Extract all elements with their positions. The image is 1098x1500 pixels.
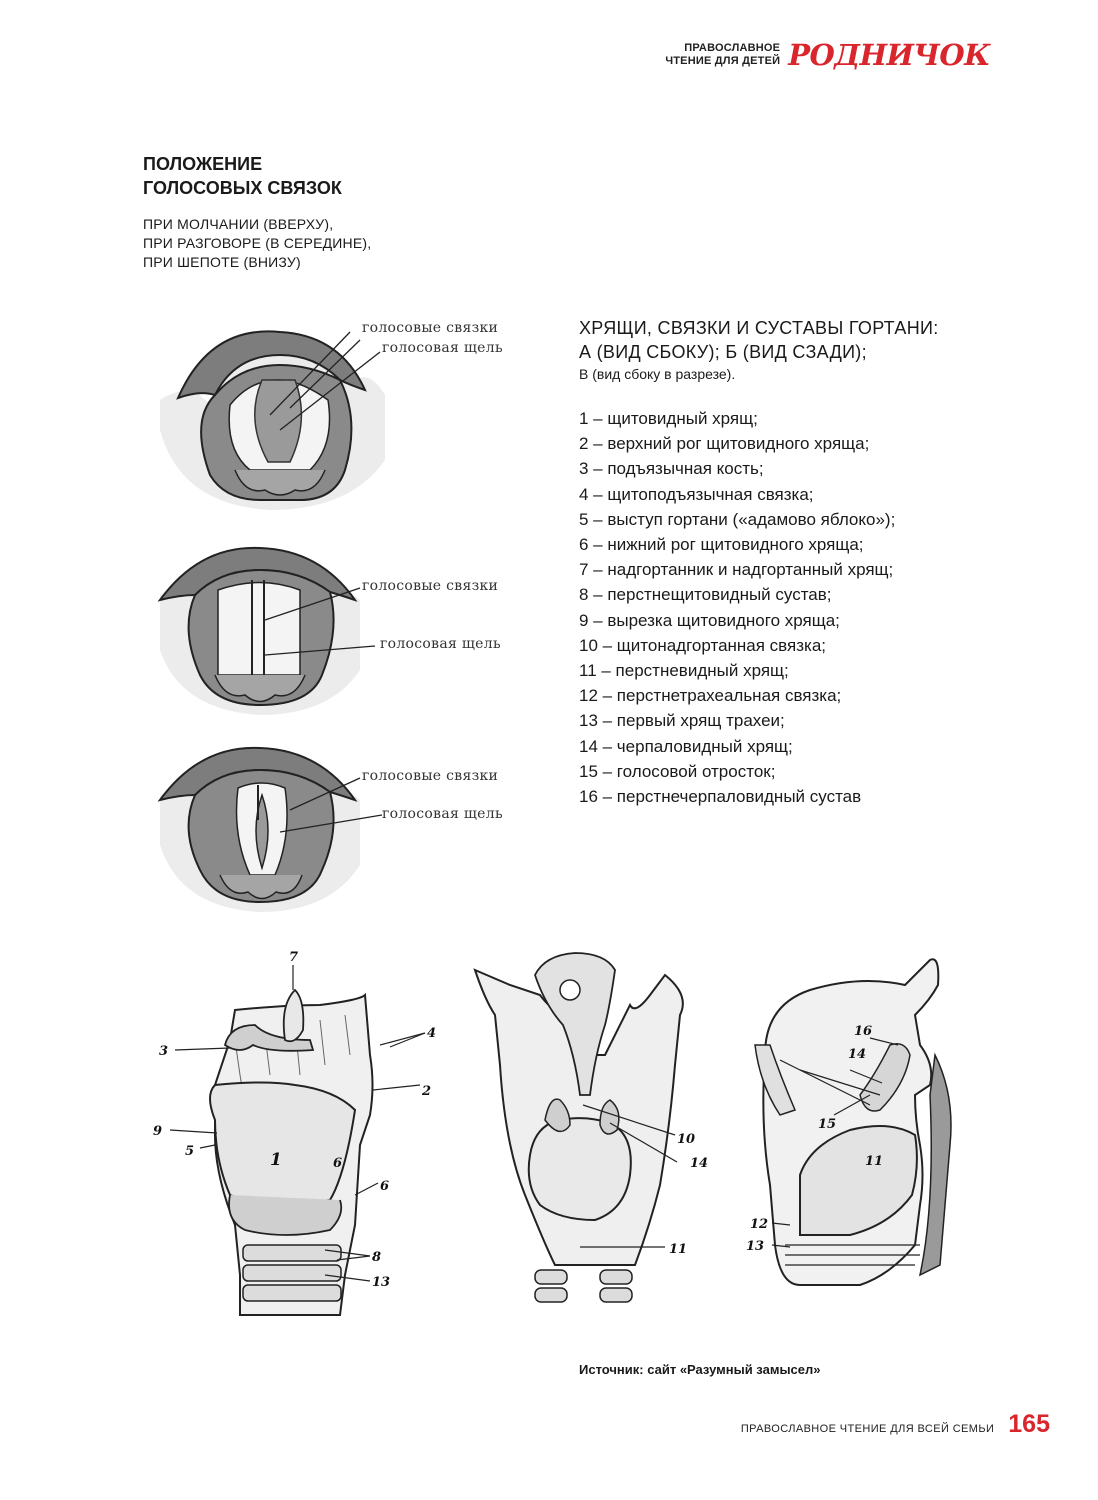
label-6: 6 [380,1179,389,1194]
legend-item: 4 – щитоподъязычная связка; [579,484,814,504]
legend-item: 13 – первый хрящ трахеи; [579,711,785,731]
label-11: 11 [865,1154,883,1169]
caption-line: ПРИ МОЛЧАНИИ (ВВЕРХУ), [143,216,334,232]
title-line-1: ПОЛОЖЕНИЕ [143,154,263,174]
label-2: 2 [421,1084,431,1099]
label-11: 11 [669,1242,687,1257]
label-glottis: голосовая щель [382,340,503,356]
label-16: 16 [854,1024,872,1039]
label-vocal-cords: голосовые связки [362,320,498,336]
heading-line-2: А (ВИД СБОКУ); Б (ВИД СЗАДИ); [579,342,867,362]
label-6-inner: 6 [333,1156,342,1171]
brand-line-1: ПРАВОСЛАВНОЕ [684,42,781,54]
label-3: 3 [159,1044,168,1059]
brand-subtitle: ПРАВОСЛАВНОЕ ЧТЕНИЕ ДЛЯ ДЕТЕЙ [665,42,780,68]
legend-item: 16 – перстнечерпаловидный сустав [579,787,862,807]
label-13: 13 [746,1239,764,1254]
vocal-cords-speech-figure: голосовые связки голосовая щель [157,546,501,715]
title-line-2: ГОЛОСОВЫХ СВЯЗОК [143,178,342,198]
legend-item: 7 – надгортанник и надгортанный хрящ; [579,560,894,580]
legend-item: 9 – вырезка щитовидного хряща; [579,610,840,630]
legend-item: 8 – перстнещитовидный сустав; [579,585,832,605]
footer-text: ПРАВОСЛАВНОЕ ЧТЕНИЕ ДЛЯ ВСЕЙ СЕМЬИ [740,1423,995,1435]
legend-heading: ХРЯЩИ, СВЯЗКИ И СУСТАВЫ ГОРТАНИ: А (ВИД … [579,316,999,384]
legend-item: 11 – перстневидный хрящ; [579,661,789,681]
legend-item: 3 – подъязычная кость; [579,459,764,479]
label-12: 12 [750,1217,768,1232]
label-glottis: голосовая щель [382,806,503,822]
legend-item: 14 – черпаловидный хрящ; [579,736,793,756]
larynx-back-view-figure: 10 14 11 [473,952,708,1303]
legend-item: 12 – перстнетрахеальная связка; [579,686,842,706]
larynx-side-view-figure: 7 3 4 2 9 5 1 6 6 8 13 [153,950,436,1316]
anatomy-legend: 1 – щитовидный хрящ; 2 – верхний рог щит… [579,406,895,809]
label-13: 13 [372,1275,390,1290]
page-title: ПОЛОЖЕНИЕ ГОЛОСОВЫХ СВЯЗОК [143,152,342,200]
heading-line-3: В (вид сбоку в разрезе). [579,366,736,382]
source-credit: Источник: сайт «Разумный замысел» [579,1362,821,1377]
label-vocal-cords: голосовые связки [362,578,498,594]
brand-header: ПРАВОСЛАВНОЕ ЧТЕНИЕ ДЛЯ ДЕТЕЙ РОДНИЧОК [665,40,990,70]
legend-item: 5 – выступ гортани («адамово яблоко»); [579,509,896,529]
legend-item: 2 – верхний рог щитовидного хряща; [579,434,870,454]
label-10: 10 [677,1132,695,1147]
label-vocal-cords: голосовые связки [362,768,498,784]
label-14: 14 [690,1156,708,1171]
label-9: 9 [153,1124,162,1139]
label-8: 8 [372,1250,381,1265]
legend-item: 1 – щитовидный хрящ; [579,409,758,428]
vocal-cords-whisper-figure: голосовые связки голосовая щель [157,746,503,912]
brand-line-2: ЧТЕНИЕ ДЛЯ ДЕТЕЙ [665,55,781,67]
label-4: 4 [427,1026,436,1041]
legend-item: 15 – голосовой отросток; [579,761,776,781]
figure-caption: ПРИ МОЛЧАНИИ (ВВЕРХУ), ПРИ РАЗГОВОРЕ (В … [143,215,371,272]
label-14: 14 [848,1047,866,1062]
label-1: 1 [270,1150,282,1170]
label-7: 7 [289,950,298,965]
vocal-cords-silence-figure: голосовые связки голосовая щель [160,320,503,510]
caption-line: ПРИ РАЗГОВОРЕ (В СЕРЕДИНЕ), [143,235,372,251]
page-number: 165 [1008,1410,1050,1438]
legend-item: 10 – щитонадгортанная связка; [579,635,827,655]
page-footer: ПРАВОСЛАВНОЕ ЧТЕНИЕ ДЛЯ ВСЕЙ СЕМЬИ 165 [741,1410,1050,1439]
label-5: 5 [185,1144,194,1159]
brand-logo: РОДНИЧОК [788,38,990,72]
label-glottis: голосовая щель [380,636,501,652]
label-15: 15 [818,1117,836,1132]
legend-item: 6 – нижний рог щитовидного хряща; [579,535,864,555]
caption-line: ПРИ ШЕПОТЕ (ВНИЗУ) [143,254,301,270]
larynx-section-figure: 16 14 15 11 12 13 [746,958,952,1286]
heading-line-1: ХРЯЩИ, СВЯЗКИ И СУСТАВЫ ГОРТАНИ: [579,318,939,338]
